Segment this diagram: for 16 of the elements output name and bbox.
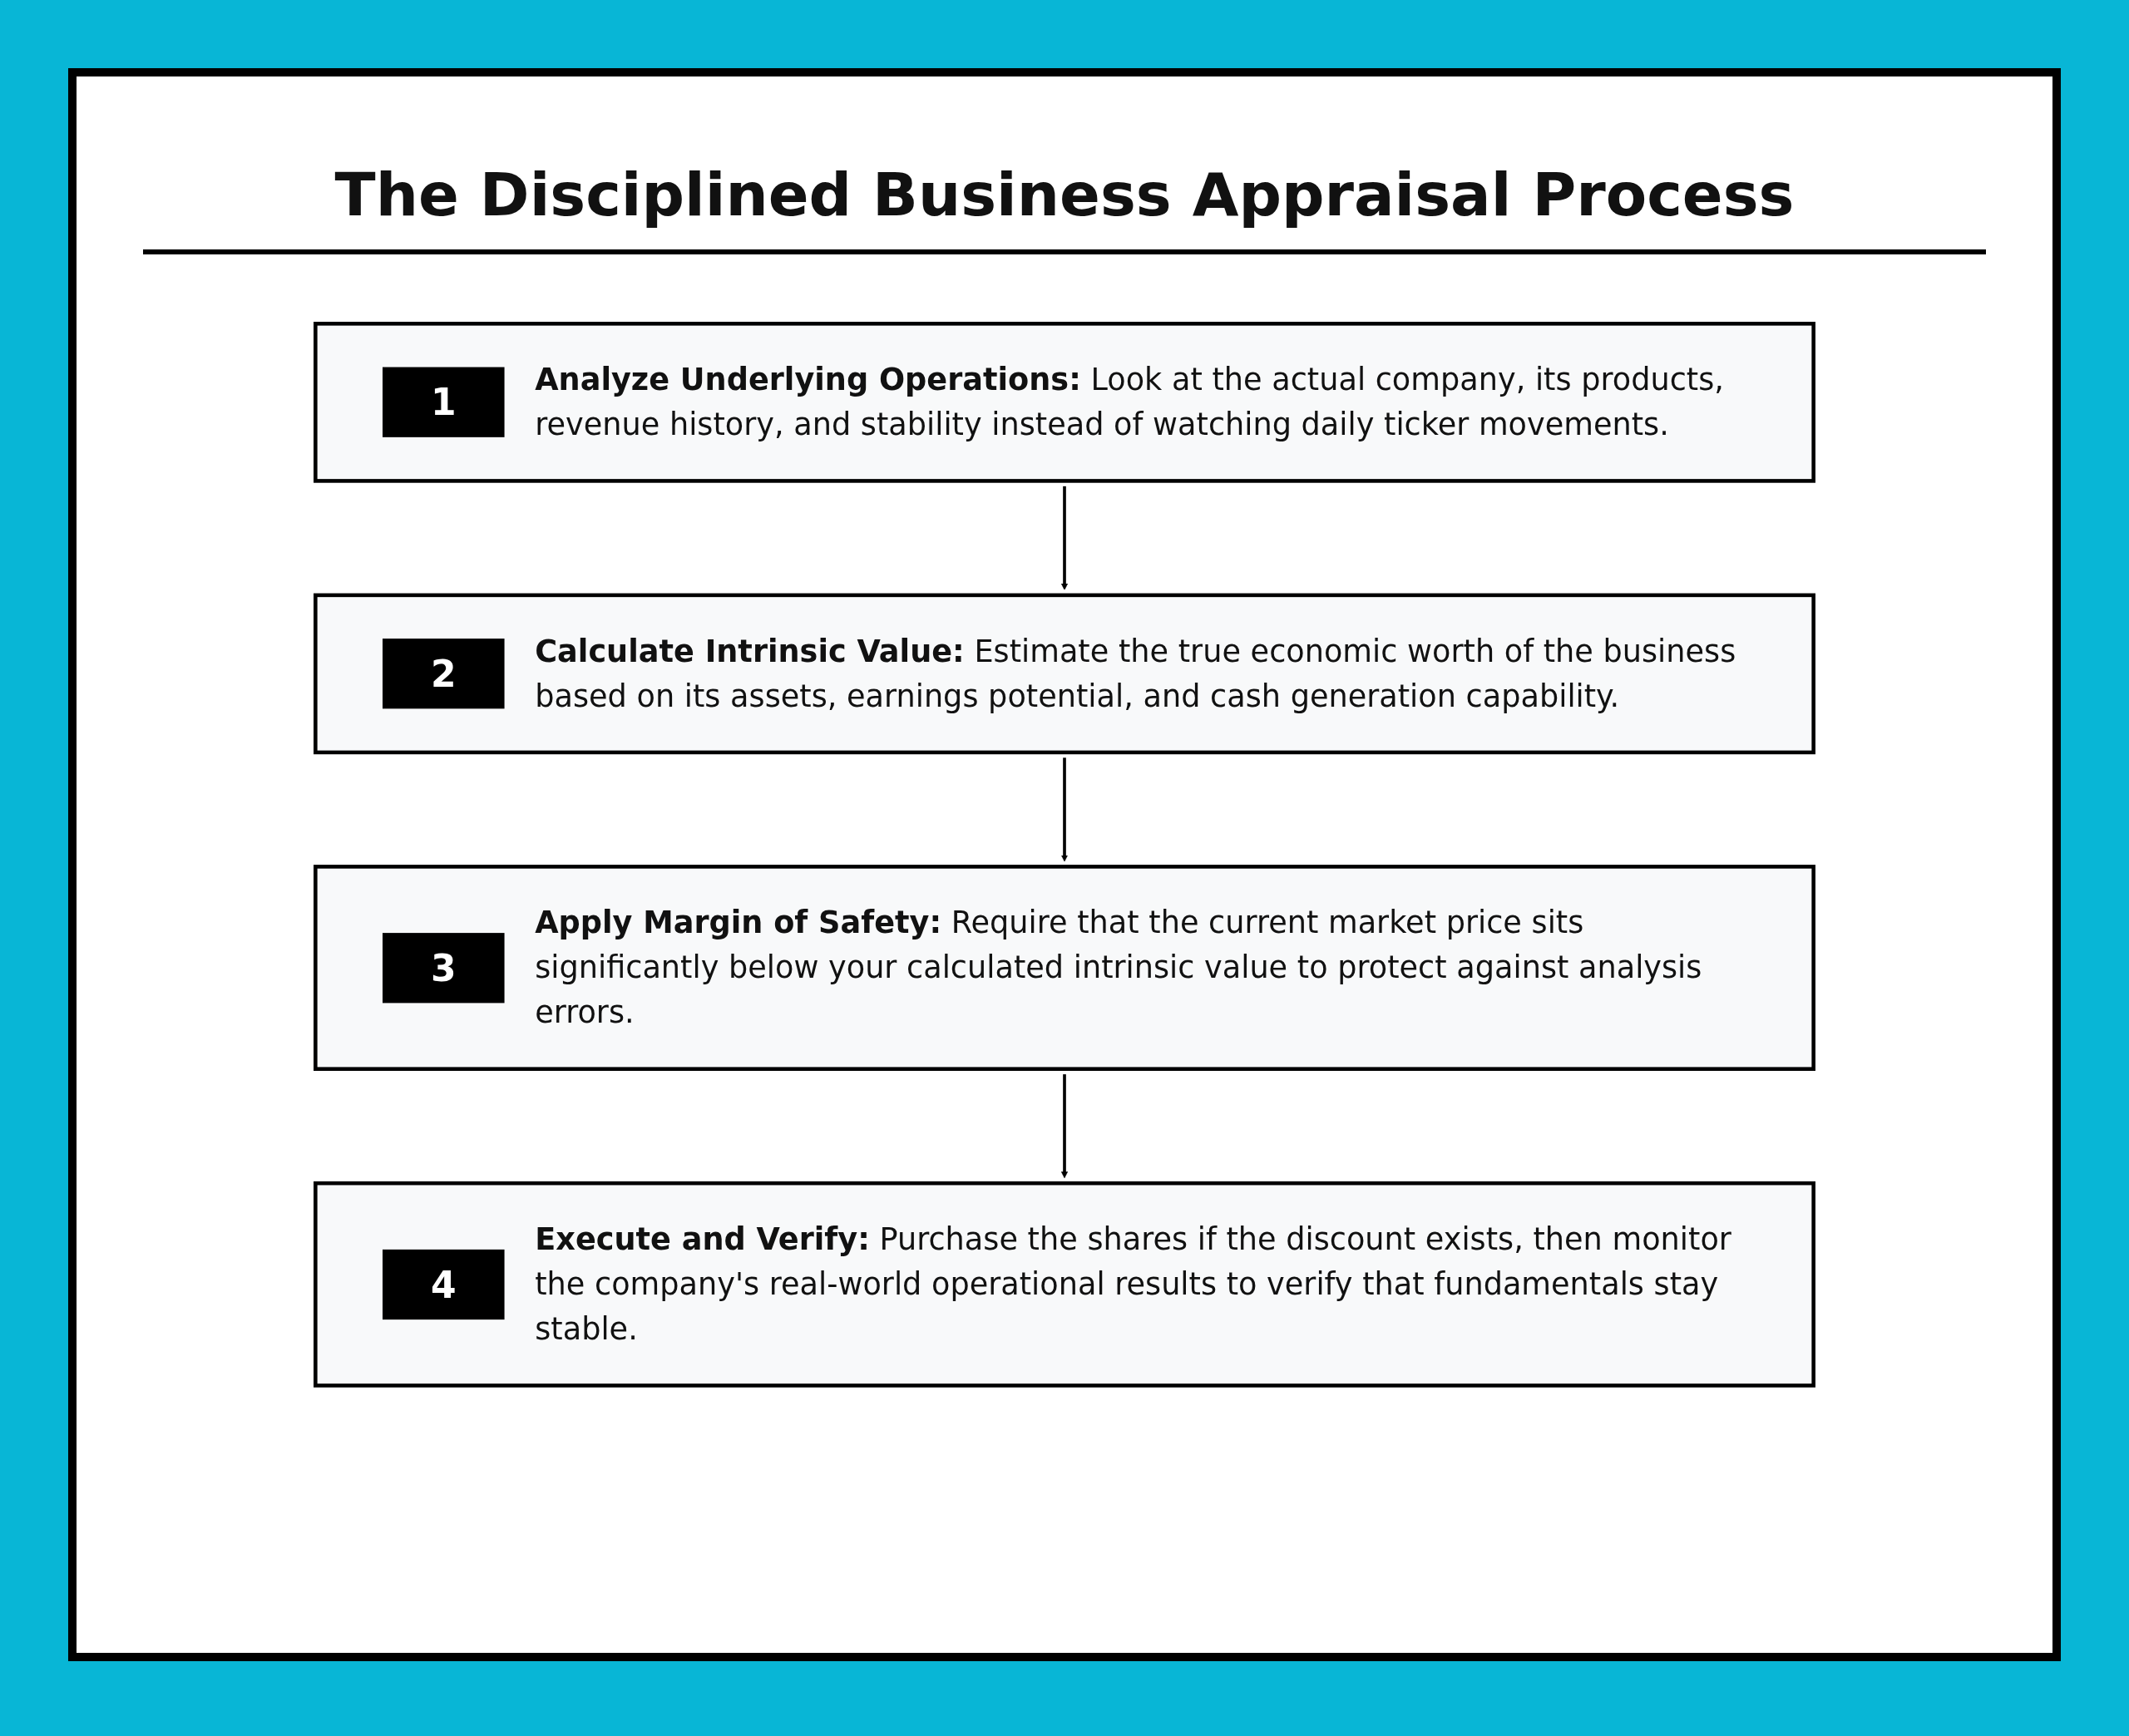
number-badge: 2 <box>382 639 505 709</box>
number-badge: 1 <box>382 367 505 437</box>
arrow <box>1060 757 1069 862</box>
process-box <box>314 593 1815 755</box>
diagram-title: The Disciplined Business Appraisal Process <box>333 160 1796 229</box>
step-description: Analyze Underlying Operations: Look at the actual company, its products, revenue history, and stability instead of watching daily ticker movements. <box>535 361 1725 444</box>
process-box <box>314 1181 1815 1388</box>
arrow <box>1060 1074 1069 1179</box>
process-box <box>314 865 1815 1071</box>
step-description: Apply Margin of Safety: Require that the current market price sits significantly below your calculated intrinsic value to protect against analysis errors. <box>535 904 1703 1032</box>
arrow <box>1060 486 1069 590</box>
number-badge: 3 <box>382 932 505 1004</box>
step-description: Execute and Verify: Purchase the shares if the discount exists, then monitor the company's real-world operational results to verify that fundamentals stay stable. <box>535 1220 1732 1349</box>
step-description: Calculate Intrinsic Value: Estimate the true economic worth of the business based on its assets, earnings potential, and cash generation capability. <box>535 632 1737 716</box>
process-box <box>314 322 1815 483</box>
number-badge: 4 <box>382 1249 505 1319</box>
